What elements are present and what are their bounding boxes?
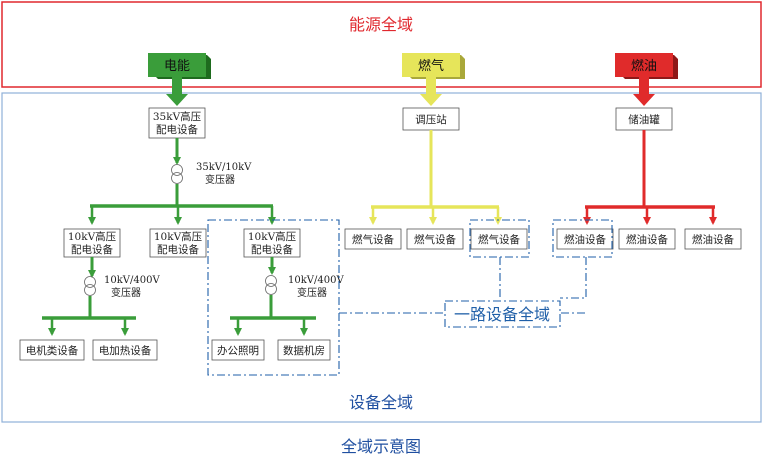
- equipment-domain-frame: [1, 92, 762, 423]
- svg-text:调压站: 调压站: [415, 113, 447, 126]
- svg-text:35kV/10kV: 35kV/10kV: [196, 162, 252, 173]
- svg-text:燃油: 燃油: [631, 58, 657, 74]
- transformer-10kv-400v-icon-a: [84, 276, 96, 296]
- hv10-distribution-box-a: 10kV高压 配电设备: [63, 228, 121, 258]
- svg-text:电机类设备: 电机类设备: [26, 344, 79, 357]
- motor-equipment-box: 电机类设备: [19, 339, 85, 361]
- gas-device-box-3: 燃气设备: [470, 228, 528, 250]
- energy-domain-title: 能源全域: [349, 15, 413, 34]
- source-oil-arrow: [633, 77, 655, 106]
- source-electric: 电能: [148, 53, 211, 79]
- svg-text:配电设备: 配电设备: [157, 243, 199, 256]
- gas-device-box-2: 燃气设备: [406, 228, 464, 250]
- svg-text:变压器: 变压器: [297, 286, 327, 299]
- svg-text:10kV/400V: 10kV/400V: [288, 275, 344, 286]
- svg-text:燃气设备: 燃气设备: [478, 233, 520, 246]
- svg-text:变压器: 变压器: [205, 173, 235, 186]
- svg-text:燃气设备: 燃气设备: [352, 233, 394, 246]
- equipment-domain-title: 设备全域: [349, 393, 413, 412]
- svg-text:燃油设备: 燃油设备: [626, 233, 668, 246]
- source-gas: 燃气: [402, 53, 465, 79]
- data-center-box: 数据机房: [277, 339, 331, 361]
- transformer-10kv-400v-label-a: 10kV/400V 变压器: [104, 275, 160, 299]
- svg-text:10kV高压: 10kV高压: [68, 230, 117, 243]
- svg-text:燃油设备: 燃油设备: [564, 233, 606, 246]
- energy-domain-frame: [1, 1, 762, 88]
- svg-text:电加热设备: 电加热设备: [99, 344, 152, 357]
- svg-text:燃油设备: 燃油设备: [692, 233, 734, 246]
- single-path-domain-outline: [207, 219, 613, 376]
- svg-text:电能: 电能: [164, 59, 190, 74]
- svg-text:办公照明: 办公照明: [217, 344, 259, 357]
- electric-heater-box: 电加热设备: [92, 339, 158, 361]
- svg-text:燃气: 燃气: [418, 58, 444, 74]
- single-path-label-box: 一路设备全域: [444, 300, 561, 328]
- svg-text:配电设备: 配电设备: [71, 243, 113, 256]
- hv35-distribution-box: 35kV高压 配电设备: [148, 107, 206, 139]
- diagram-caption: 全域示意图: [341, 437, 421, 456]
- oil-device-box-1: 燃油设备: [556, 228, 614, 250]
- source-electric-arrow: [166, 77, 188, 106]
- hv10-distribution-box-b: 10kV高压 配电设备: [149, 228, 207, 258]
- svg-text:数据机房: 数据机房: [283, 344, 325, 357]
- svg-text:10kV高压: 10kV高压: [154, 230, 203, 243]
- svg-text:燃气设备: 燃气设备: [414, 233, 456, 246]
- svg-text:配电设备: 配电设备: [251, 243, 293, 256]
- oil-tank-box: 储油罐: [615, 107, 673, 131]
- gas-regulator-box: 调压站: [402, 107, 460, 131]
- svg-text:10kV高压: 10kV高压: [248, 230, 297, 243]
- source-gas-arrow: [420, 77, 442, 106]
- svg-text:变压器: 变压器: [111, 286, 141, 299]
- oil-device-box-2: 燃油设备: [618, 228, 676, 250]
- gas-device-box-1: 燃气设备: [344, 228, 402, 250]
- office-lighting-box: 办公照明: [211, 339, 265, 361]
- transformer-10kv-400v-label-b: 10kV/400V 变压器: [288, 275, 344, 299]
- source-oil: 燃油: [615, 53, 678, 79]
- transformer-35kv-10kv-icon: [171, 164, 183, 184]
- transformer-35kv-10kv-label: 35kV/10kV 变压器: [196, 162, 252, 186]
- svg-text:储油罐: 储油罐: [628, 113, 660, 126]
- hv10-distribution-box-c: 10kV高压 配电设备: [243, 228, 301, 258]
- svg-text:配电设备: 配电设备: [156, 123, 198, 136]
- svg-text:10kV/400V: 10kV/400V: [104, 275, 160, 286]
- svg-text:一路设备全域: 一路设备全域: [454, 305, 550, 324]
- oil-device-box-3: 燃油设备: [684, 228, 742, 250]
- transformer-10kv-400v-icon-b: [265, 275, 277, 295]
- svg-text:35kV高压: 35kV高压: [153, 110, 202, 123]
